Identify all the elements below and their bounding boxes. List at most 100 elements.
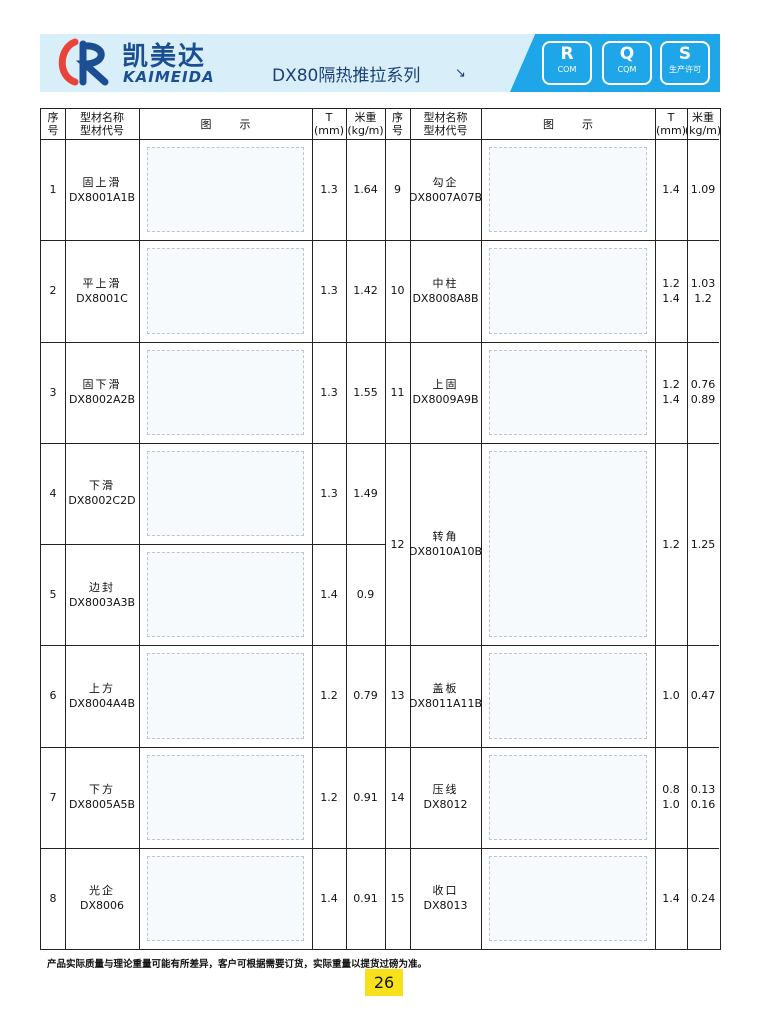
profile-code: DX8013: [423, 899, 468, 913]
profile-drawing: [147, 147, 304, 233]
profile-name: 上方: [89, 681, 115, 695]
profile-name: 光企: [89, 884, 115, 898]
row-divider: [385, 746, 719, 748]
row-thickness: 1.3: [320, 486, 338, 500]
cert-badge-q-label: CQM: [617, 65, 637, 74]
profile-drawing: [147, 754, 304, 840]
cert-badge-s: S 生产许可: [660, 41, 710, 85]
profile-code: DX8007A07B: [408, 190, 483, 204]
row-name-cell: 转角 DX8010A10B: [408, 443, 483, 646]
col-divider: [410, 109, 411, 949]
row-seq: 11: [390, 385, 405, 399]
cert-badge-r-letter: R: [560, 44, 574, 64]
profile-code: DX8005A5B: [68, 798, 136, 812]
row-seq: 8: [49, 891, 57, 905]
half-divider: [385, 109, 386, 949]
row-thickness: 1.4: [320, 588, 338, 602]
row-seq: 12: [390, 537, 405, 551]
profile-name: 平上滑: [82, 276, 122, 290]
series-title: DX80隔热推拉系列: [272, 66, 421, 86]
row-weight: 1.55: [353, 385, 378, 399]
row-seq: 15: [390, 891, 405, 905]
profile-code: DX8009A9B: [412, 393, 479, 407]
arrow-icon: ↘: [455, 66, 466, 81]
col-divider: [481, 109, 482, 949]
row-divider: [385, 341, 719, 343]
row-weight: 0.13 0.16: [690, 783, 716, 812]
row-weight: 1.09: [690, 183, 716, 197]
profile-drawing: [489, 754, 647, 840]
col-divider: [687, 109, 688, 949]
row-weight: 1.25: [690, 537, 716, 551]
header-weight: 米重 (kg/m): [684, 111, 722, 137]
header-t: T (mm): [313, 111, 344, 137]
row-thickness: 1.3: [320, 284, 338, 298]
row-weight: 1.42: [353, 284, 378, 298]
profile-drawing: [147, 349, 304, 435]
profile-code: DX8004A4B: [68, 696, 136, 710]
profile-name: 中柱: [432, 276, 459, 290]
col-divider: [655, 109, 656, 949]
profile-drawing: [489, 349, 647, 435]
profile-drawing: [489, 653, 647, 739]
header-t: T (mm): [655, 111, 686, 137]
cert-badge-s-label: 生产许可: [669, 65, 701, 74]
page-header: 凯美达 KAIMEIDA DX80隔热推拉系列 ↘ R COM Q CQM S …: [0, 0, 768, 100]
profile-name: 转角: [432, 530, 459, 543]
row-divider: [41, 341, 385, 343]
row-divider: [385, 240, 719, 242]
profile-drawing: [489, 855, 647, 941]
profile-code: DX8012: [423, 798, 468, 812]
profile-name: 边封: [89, 580, 115, 594]
col-divider: [312, 109, 313, 949]
brand-name-en: KAIMEIDA: [123, 68, 215, 86]
header-weight: 米重 (kg/m): [347, 111, 384, 137]
row-thickness: 1.2: [662, 537, 680, 551]
cert-badge-r: R COM: [542, 41, 592, 85]
row-seq: 13: [390, 689, 405, 703]
row-weight: 1.03 1.2: [690, 276, 716, 305]
row-thickness: 1.4: [320, 891, 338, 905]
footnote: 产品实际质量与理论重量可能有所差异，客户可根据需要订货，实际重量以提货过磅为准。: [47, 959, 428, 970]
profile-drawing: [489, 147, 647, 233]
profile-code: DX8002C2D: [68, 494, 136, 508]
profile-name: 勾企: [432, 175, 459, 189]
row-divider: [41, 442, 385, 444]
row-divider: [41, 240, 385, 242]
row-seq: 4: [49, 486, 57, 500]
profile-name: 下方: [89, 783, 115, 797]
row-weight: 0.76 0.89: [690, 378, 716, 407]
header-name: 型材名称 型材代号: [80, 111, 124, 137]
brand-name-cn: 凯美达: [122, 42, 207, 72]
row-seq: 10: [390, 284, 405, 298]
row-seq: 14: [390, 790, 405, 804]
row-weight: 0.79: [353, 689, 378, 703]
cert-badge-r-label: COM: [557, 65, 577, 74]
header-seq: 序 号: [392, 111, 403, 137]
row-divider: [41, 847, 385, 849]
row-seq: 7: [49, 790, 57, 804]
row-weight: 1.49: [353, 486, 378, 500]
profile-code: DX8010A10B: [408, 545, 483, 558]
profile-name: 固下滑: [82, 378, 122, 392]
cert-badge-s-letter: S: [678, 44, 692, 64]
row-seq: 6: [49, 689, 57, 703]
row-thickness: 0.8 1.0: [662, 783, 680, 812]
profile-name: 盖板: [432, 681, 459, 695]
profile-code: DX8001A1B: [68, 190, 136, 204]
row-thickness: 1.3: [320, 183, 338, 197]
row-divider: [385, 442, 719, 444]
col-divider: [346, 109, 347, 949]
row-divider: [41, 746, 385, 748]
row-divider: [385, 645, 719, 647]
row-divider: [385, 847, 719, 849]
row-thickness: 1.3: [320, 385, 338, 399]
